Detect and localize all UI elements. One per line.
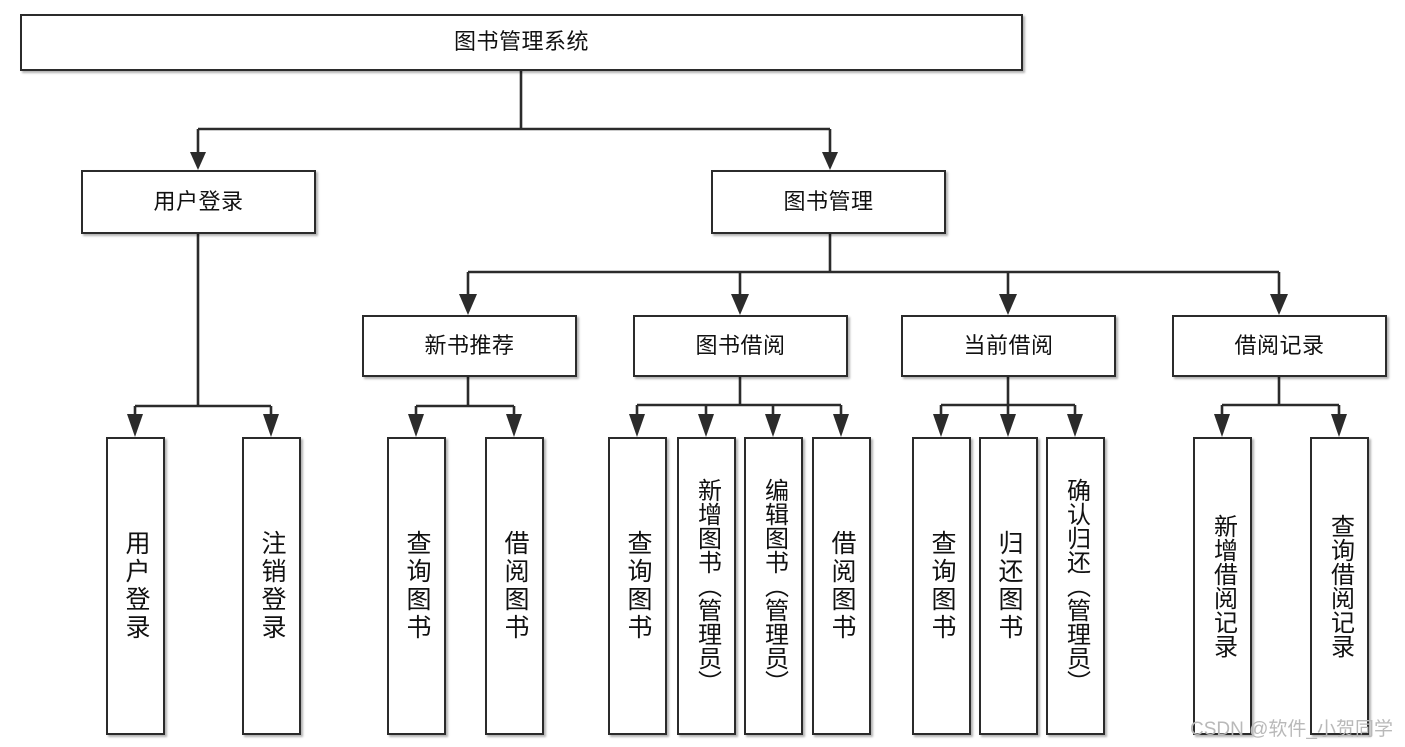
node-label-leaf-user-login: 用户登录 [122,530,150,642]
node-leaf-borrow-book-1[interactable]: 借阅图书 [485,437,544,735]
node-leaf-edit-book[interactable]: 编辑图书（管理员） [744,437,803,735]
node-label-leaf-borrow-book-2: 借阅图书 [828,530,856,642]
csdn-watermark: CSDN @软件_小贺同学 [1190,719,1393,740]
node-root-system[interactable]: 图书管理系统 [20,14,1023,71]
arrowhead-leaf-user-login [127,414,143,437]
arrowhead-current-borrow [999,294,1017,315]
node-leaf-query-book-1[interactable]: 查询图书 [387,437,446,735]
node-label-leaf-query-record: 查询借阅记录 [1326,514,1354,658]
arrowhead-book-management [822,152,838,170]
node-leaf-user-login[interactable]: 用户登录 [106,437,165,735]
node-leaf-add-record[interactable]: 新增借阅记录 [1193,437,1252,735]
node-label-user-login: 用户登录 [153,188,244,214]
node-label-leaf-add-record: 新增借阅记录 [1209,514,1237,658]
arrowheads [127,152,1347,437]
arrowhead-leaf-query-book-1 [408,414,424,437]
arrowhead-leaf-confirm-return [1067,414,1083,437]
node-label-leaf-query-book-2: 查询图书 [624,530,652,642]
arrowhead-leaf-query-book-2 [629,414,645,437]
node-current-borrow[interactable]: 当前借阅 [901,315,1116,377]
arrowhead-new-book [459,294,477,315]
arrowhead-user-login [190,152,206,170]
arrowhead-leaf-edit-book [765,414,781,437]
node-label-leaf-query-book-3: 查询图书 [928,530,956,642]
node-leaf-query-book-2[interactable]: 查询图书 [608,437,667,735]
arrowhead-book-borrow [731,294,749,315]
arrowhead-leaf-add-book [698,414,714,437]
node-label-new-book-recommend: 新书推荐 [424,332,515,358]
node-label-leaf-query-book-1: 查询图书 [403,530,431,642]
node-label-current-borrow: 当前借阅 [963,332,1054,358]
arrowhead-borrow-record [1270,294,1288,315]
arrowhead-leaf-query-book-3 [933,414,949,437]
node-book-management[interactable]: 图书管理 [711,170,946,234]
node-new-book-recommend[interactable]: 新书推荐 [362,315,577,377]
node-borrow-record[interactable]: 借阅记录 [1172,315,1387,377]
node-label-root-system: 图书管理系统 [453,29,589,55]
node-label-leaf-logout-login: 注销登录 [258,530,286,642]
node-label-book-borrow: 图书借阅 [695,332,786,358]
arrowhead-leaf-borrow-book-2 [833,414,849,437]
arrowhead-leaf-return-book [1000,414,1016,437]
node-label-borrow-record: 借阅记录 [1234,332,1325,358]
node-label-leaf-add-book: 新增图书（管理员） [693,478,721,694]
node-label-book-management: 图书管理 [783,188,874,214]
node-label-leaf-confirm-return: 确认归还（管理员） [1062,478,1090,694]
node-leaf-borrow-book-2[interactable]: 借阅图书 [812,437,871,735]
node-leaf-logout-login[interactable]: 注销登录 [242,437,301,735]
arrowhead-leaf-logout [263,414,279,437]
node-leaf-query-record[interactable]: 查询借阅记录 [1310,437,1369,735]
node-label-leaf-return-book: 归还图书 [995,530,1023,642]
node-leaf-query-book-3[interactable]: 查询图书 [912,437,971,735]
node-leaf-return-book[interactable]: 归还图书 [979,437,1038,735]
arrowhead-leaf-add-record [1214,414,1230,437]
arrowhead-leaf-borrow-book-1 [506,414,522,437]
node-user-login[interactable]: 用户登录 [81,170,316,234]
node-book-borrow[interactable]: 图书借阅 [633,315,848,377]
node-leaf-confirm-return[interactable]: 确认归还（管理员） [1046,437,1105,735]
node-label-leaf-edit-book: 编辑图书（管理员） [760,478,788,694]
node-label-leaf-borrow-book-1: 借阅图书 [501,530,529,642]
arrowhead-leaf-query-record [1331,414,1347,437]
node-leaf-add-book[interactable]: 新增图书（管理员） [677,437,736,735]
